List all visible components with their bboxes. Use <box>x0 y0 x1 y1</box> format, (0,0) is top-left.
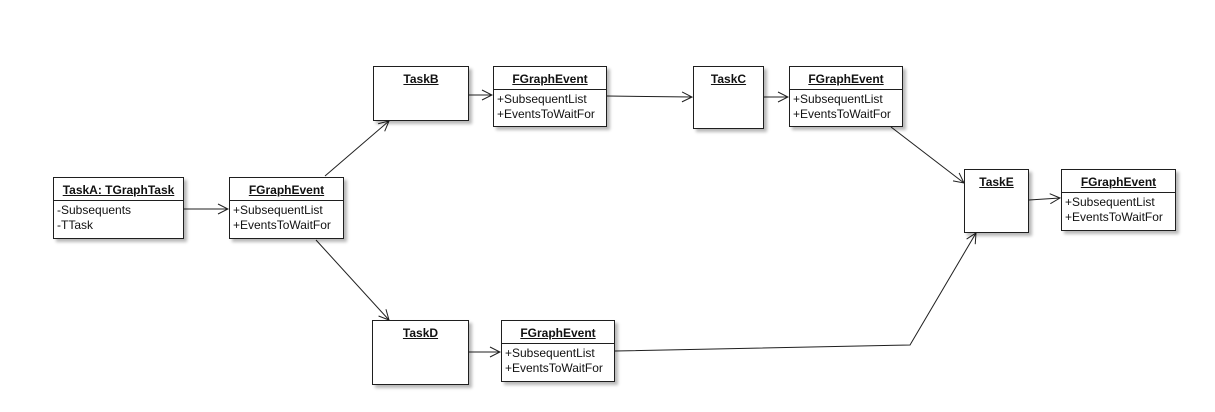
taskc-title: TaskC <box>710 72 747 86</box>
eventd-attr-subsequentlist: +SubsequentList <box>505 346 595 360</box>
eventb-divider <box>494 89 606 90</box>
evente-attributes: +SubsequentList +EventsToWaitFor <box>1062 193 1175 225</box>
eventd-title: FGraphEvent <box>520 326 596 340</box>
eventa-attr-eventstowaitfor: +EventsToWaitFor <box>233 218 331 232</box>
taskb-object[interactable]: TaskB <box>373 66 469 121</box>
eventb-attr-subsequentlist: +SubsequentList <box>497 92 587 106</box>
taskb-title: TaskB <box>403 72 439 86</box>
evente-object[interactable]: FGraphEvent +SubsequentList +EventsToWai… <box>1061 169 1176 231</box>
taska-object[interactable]: TaskA: TGraphTask -Subsequents -TTask <box>53 177 184 239</box>
taska-divider <box>54 200 183 201</box>
arrow-eventa-to-taskd <box>315 239 389 320</box>
taska-attributes: -Subsequents -TTask <box>54 201 183 233</box>
evente-title: FGraphEvent <box>1080 175 1157 189</box>
eventb-attributes: +SubsequentList +EventsToWaitFor <box>494 90 606 122</box>
taska-attr-ttask: -TTask <box>57 218 93 232</box>
eventc-attr-subsequentlist: +SubsequentList <box>793 92 883 106</box>
taskd-object[interactable]: TaskD <box>372 320 469 385</box>
evente-attr-subsequentlist: +SubsequentList <box>1065 195 1155 209</box>
taskc-object[interactable]: TaskC <box>693 66 764 129</box>
taske-object[interactable]: TaskE <box>964 169 1029 233</box>
eventa-object[interactable]: FGraphEvent +SubsequentList +EventsToWai… <box>229 177 344 239</box>
eventd-attr-eventstowaitfor: +EventsToWaitFor <box>505 361 603 375</box>
eventa-attributes: +SubsequentList +EventsToWaitFor <box>230 201 343 233</box>
evente-attr-eventstowaitfor: +EventsToWaitFor <box>1065 210 1163 224</box>
eventa-title: FGraphEvent <box>248 183 325 197</box>
eventd-divider <box>502 343 614 344</box>
taska-title: TaskA: TGraphTask <box>62 183 175 197</box>
evente-divider <box>1062 192 1175 193</box>
arrow-eventc-to-taske <box>890 126 964 183</box>
eventb-attr-eventstowaitfor: +EventsToWaitFor <box>497 107 595 121</box>
taskd-title: TaskD <box>402 326 439 340</box>
arrow-eventa-to-taskb <box>324 121 389 177</box>
arrow-eventd-to-taske <box>614 233 976 352</box>
eventd-attributes: +SubsequentList +EventsToWaitFor <box>502 344 614 376</box>
arrow-taske-to-evente <box>1028 198 1060 200</box>
eventc-attributes: +SubsequentList +EventsToWaitFor <box>790 90 902 122</box>
eventa-divider <box>230 200 343 201</box>
eventc-attr-eventstowaitfor: +EventsToWaitFor <box>793 107 891 121</box>
eventc-object[interactable]: FGraphEvent +SubsequentList +EventsToWai… <box>789 66 903 127</box>
eventb-title: FGraphEvent <box>512 72 588 86</box>
eventb-object[interactable]: FGraphEvent +SubsequentList +EventsToWai… <box>493 66 607 127</box>
taske-title: TaskE <box>979 175 1014 189</box>
eventc-divider <box>790 89 902 90</box>
eventd-object[interactable]: FGraphEvent +SubsequentList +EventsToWai… <box>501 320 615 382</box>
taska-attr-subsequents: -Subsequents <box>57 203 132 217</box>
eventa-attr-subsequentlist: +SubsequentList <box>233 203 323 217</box>
arrow-eventb-to-taskc <box>606 96 692 97</box>
eventc-title: FGraphEvent <box>808 72 884 86</box>
